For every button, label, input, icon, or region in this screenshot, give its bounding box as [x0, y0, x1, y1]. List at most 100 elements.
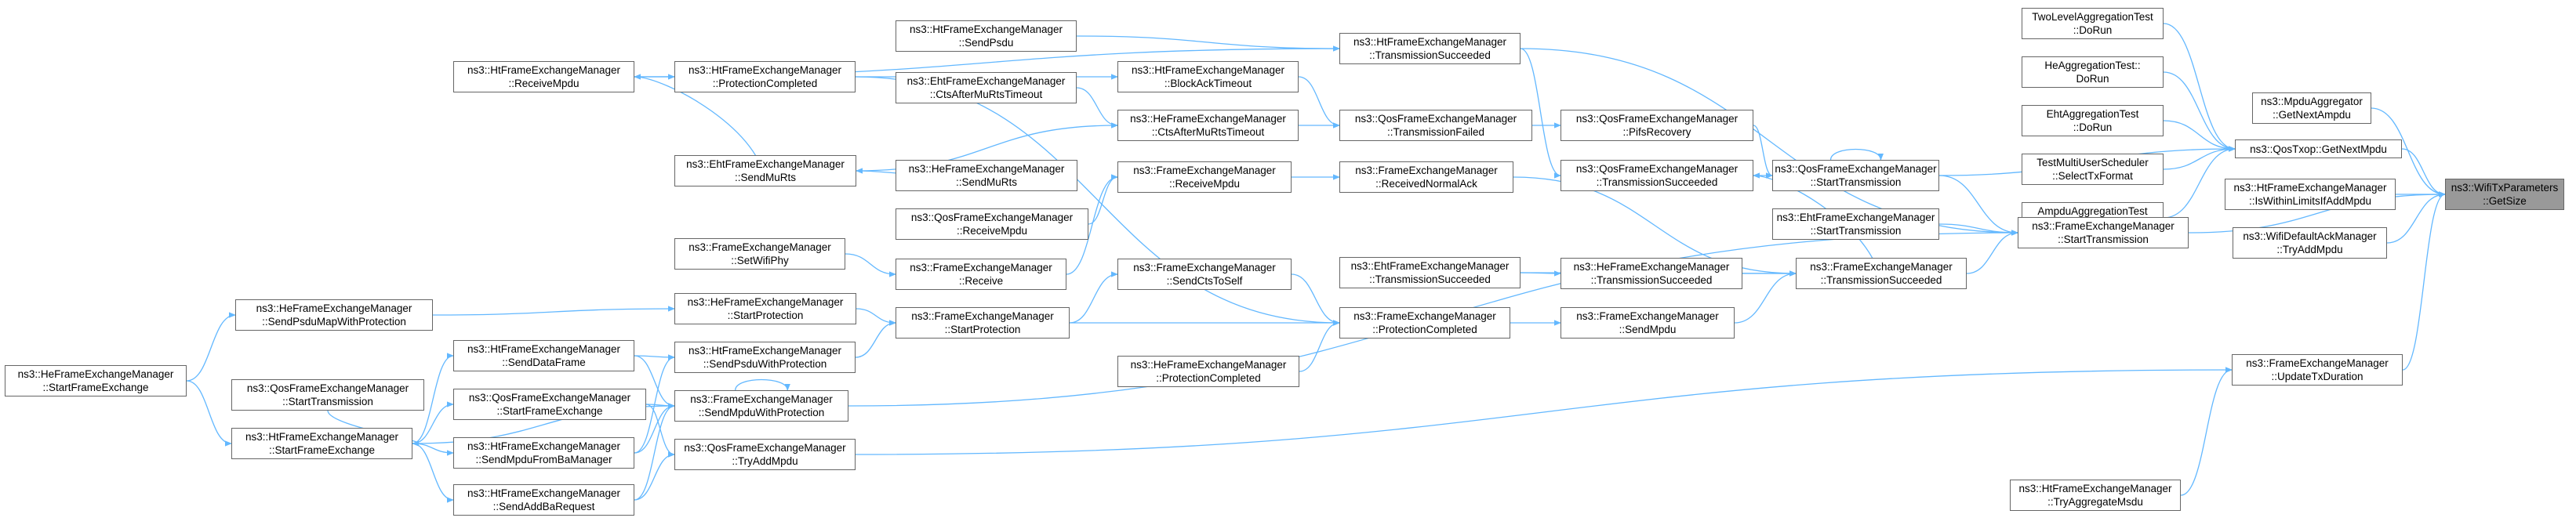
function-node[interactable]: ns3::QosTxop::GetNextMpdu: [2235, 139, 2402, 158]
function-node[interactable]: ns3::HeFrameExchangeManager::StartFrameE…: [5, 365, 187, 396]
function-node[interactable]: ns3::QosFrameExchangeManager::PifsRecove…: [1560, 110, 1753, 141]
function-node[interactable]: ns3::QosFrameExchangeManager::StartFrame…: [453, 389, 646, 420]
root-function-node[interactable]: ns3::WifiTxParameters::GetSize: [2445, 179, 2564, 210]
node-label-line1: ns3::FrameExchangeManager: [2246, 357, 2389, 369]
function-node[interactable]: ns3::QosFrameExchangeManager::Transmissi…: [1560, 160, 1753, 191]
node-label-line2: ::SendCtsToSelf: [1166, 275, 1243, 287]
node-label-line2: ::BlockAckTimeout: [1164, 78, 1252, 89]
call-edge: [1069, 271, 1118, 324]
call-edge: [412, 443, 454, 456]
function-node[interactable]: ns3::EhtFrameExchangeManager::CtsAfterMu…: [896, 72, 1077, 103]
function-node[interactable]: ns3::HtFrameExchangeManager::IsWithinLim…: [2225, 179, 2396, 210]
node-label-line1: ns3::MpduAggregator: [2261, 96, 2363, 107]
function-node[interactable]: ns3::QosFrameExchangeManager::TryAddMpdu: [674, 439, 856, 470]
node-label-line1: ns3::HeFrameExchangeManager: [17, 368, 174, 380]
function-node[interactable]: ns3::HtFrameExchangeManager::SendMpduFro…: [453, 437, 634, 469]
function-node[interactable]: ns3::HtFrameExchangeManager::ReceiveMpdu: [453, 61, 634, 92]
call-edge: [645, 404, 675, 458]
node-label-line2: ::DoRun: [2073, 121, 2113, 133]
function-node[interactable]: ns3::HeFrameExchangeManager::SendPsduMap…: [235, 299, 433, 331]
node-label-line1: ns3::FrameExchangeManager: [911, 310, 1054, 322]
function-node[interactable]: ns3::HeFrameExchangeManager::CtsAfterMuR…: [1117, 110, 1299, 141]
function-node[interactable]: ns3::HtFrameExchangeManager::SendDataFra…: [453, 340, 634, 371]
node-label-line1: ns3::QosFrameExchangeManager: [1575, 163, 1739, 175]
node-label-line2: ::SendPsduMapWithProtection: [262, 316, 406, 328]
node-label-line1: TestMultiUserScheduler: [2036, 157, 2149, 168]
call-edge: [1291, 273, 1340, 326]
function-node[interactable]: ns3::HtFrameExchangeManager::ProtectionC…: [674, 61, 856, 92]
function-node[interactable]: ns3::HtFrameExchangeManager::SendPsdu: [896, 20, 1077, 52]
function-node[interactable]: ns3::FrameExchangeManager::SendCtsToSelf: [1117, 259, 1292, 290]
node-label-line1: ns3::HtFrameExchangeManager: [467, 487, 621, 499]
function-node[interactable]: ns3::EhtFrameExchangeManager::StartTrans…: [1772, 208, 1939, 240]
node-label-line1: ns3::WifiDefaultAckManager: [2243, 230, 2377, 242]
node-label-line1: ns3::QosFrameExchangeManager: [1775, 163, 1937, 175]
call-edge: [432, 306, 675, 316]
function-node[interactable]: ns3::FrameExchangeManager::Receive: [896, 259, 1066, 290]
node-label-line2: ::TransmissionSucceeded: [1820, 274, 1942, 286]
function-node[interactable]: ns3::HtFrameExchangeManager::StartFrameE…: [231, 428, 412, 459]
function-node[interactable]: EhtAggregationTest::DoRun: [2022, 105, 2164, 136]
function-node[interactable]: ns3::FrameExchangeManager::UpdateTxDurat…: [2232, 354, 2403, 386]
function-node[interactable]: ns3::EhtFrameExchangeManager::Transmissi…: [1339, 257, 1521, 288]
function-node[interactable]: ns3::FrameExchangeManager::SendMpdu: [1560, 307, 1735, 339]
function-node[interactable]: ns3::QosFrameExchangeManager::ReceiveMpd…: [896, 208, 1088, 240]
node-label-line1: ns3::HtFrameExchangeManager: [467, 343, 621, 355]
function-node[interactable]: ns3::FrameExchangeManager::StartTransmis…: [2018, 217, 2189, 248]
node-label-line1: ns3::QosFrameExchangeManager: [246, 382, 409, 394]
node-label-line2: ::StartTransmission: [2058, 234, 2149, 245]
function-node[interactable]: TestMultiUserScheduler::SelectTxFormat: [2022, 154, 2164, 185]
call-edge: [1829, 148, 1884, 161]
node-label-line1: ns3::HtFrameExchangeManager: [467, 440, 621, 452]
call-edge: [855, 367, 2233, 455]
node-label-line2: ::TryAddMpdu: [2276, 244, 2343, 255]
function-node[interactable]: ns3::HtFrameExchangeManager::Transmissio…: [1339, 33, 1521, 64]
function-node[interactable]: ns3::HeFrameExchangeManager::Transmissio…: [1560, 258, 1742, 289]
function-node[interactable]: ns3::QosFrameExchangeManager::StartTrans…: [1772, 160, 1939, 191]
function-node[interactable]: ns3::QosFrameExchangeManager::StartTrans…: [231, 379, 424, 411]
node-label-line1: ns3::EhtFrameExchangeManager: [907, 75, 1066, 87]
node-label-line2: ::SendPsduWithProtection: [703, 358, 827, 370]
node-label-line2: ::StartFrameExchange: [42, 382, 149, 393]
node-label-line2: ::StartProtection: [727, 310, 804, 321]
function-node[interactable]: ns3::FrameExchangeManager::StartProtecti…: [896, 307, 1070, 339]
function-node[interactable]: ns3::FrameExchangeManager::SetWifiPhy: [674, 238, 845, 270]
function-node[interactable]: ns3::MpduAggregator::GetNextAmpdu: [2252, 92, 2371, 124]
node-label-line1: ns3::QosFrameExchangeManager: [1354, 113, 1517, 125]
function-node[interactable]: ns3::FrameExchangeManager::ReceiveMpdu: [1117, 161, 1292, 193]
function-node[interactable]: ns3::WifiDefaultAckManager::TryAddMpdu: [2233, 227, 2387, 259]
call-edge: [1938, 175, 2018, 236]
function-node[interactable]: ns3::FrameExchangeManager::TransmissionS…: [1796, 258, 1967, 289]
call-edge: [1734, 270, 1797, 324]
node-label-line2: ::TransmissionSucceeded: [1590, 274, 1713, 286]
node-label-line1: ns3::HtFrameExchangeManager: [467, 64, 621, 76]
node-label-line1: ns3::FrameExchangeManager: [690, 393, 833, 405]
node-label-line1: ns3::HtFrameExchangeManager: [2233, 182, 2387, 194]
function-node[interactable]: ns3::HeFrameExchangeManager::StartProtec…: [674, 293, 856, 324]
call-edge: [1966, 230, 2018, 274]
function-node[interactable]: ns3::HtFrameExchangeManager::SendAddBaRe…: [453, 484, 634, 516]
node-label-line1: ns3::HtFrameExchangeManager: [1353, 36, 1507, 48]
call-edge: [412, 353, 454, 444]
function-node[interactable]: ns3::FrameExchangeManager::ReceivedNorma…: [1339, 161, 1513, 193]
function-node[interactable]: ns3::FrameExchangeManager::SendMpduWithP…: [674, 390, 848, 422]
node-label-line1: ns3::HtFrameExchangeManager: [688, 64, 842, 76]
function-node[interactable]: HeAggregationTest::DoRun: [2022, 56, 2164, 88]
node-label-line2: ::StartProtection: [944, 324, 1021, 335]
function-node[interactable]: ns3::QosFrameExchangeManager::Transmissi…: [1339, 110, 1532, 141]
call-edge: [2371, 107, 2446, 197]
function-node[interactable]: ns3::HeFrameExchangeManager::SendMuRts: [896, 160, 1077, 191]
function-node[interactable]: ns3::HeFrameExchangeManager::ProtectionC…: [1117, 356, 1299, 387]
call-edge: [186, 312, 236, 382]
function-node[interactable]: ns3::EhtFrameExchangeManager::SendMuRts: [674, 155, 856, 186]
node-label-line2: ::SendPsdu: [958, 37, 1014, 49]
function-node[interactable]: ns3::HtFrameExchangeManager::TryAggregat…: [2010, 480, 2181, 511]
function-node[interactable]: ns3::FrameExchangeManager::ProtectionCom…: [1339, 307, 1510, 339]
node-label-line2: ::Receive: [958, 275, 1004, 287]
node-label-line2: ::CtsAfterMuRtsTimeout: [929, 89, 1043, 100]
node-label-line2: DoRun: [2076, 73, 2109, 85]
function-node[interactable]: ns3::HtFrameExchangeManager::BlockAckTim…: [1117, 61, 1299, 92]
function-node[interactable]: TwoLevelAggregationTest::DoRun: [2022, 8, 2164, 39]
function-node[interactable]: ns3::HtFrameExchangeManager::SendPsduWit…: [674, 342, 856, 373]
node-label-line2: ::PifsRecovery: [1622, 126, 1691, 138]
